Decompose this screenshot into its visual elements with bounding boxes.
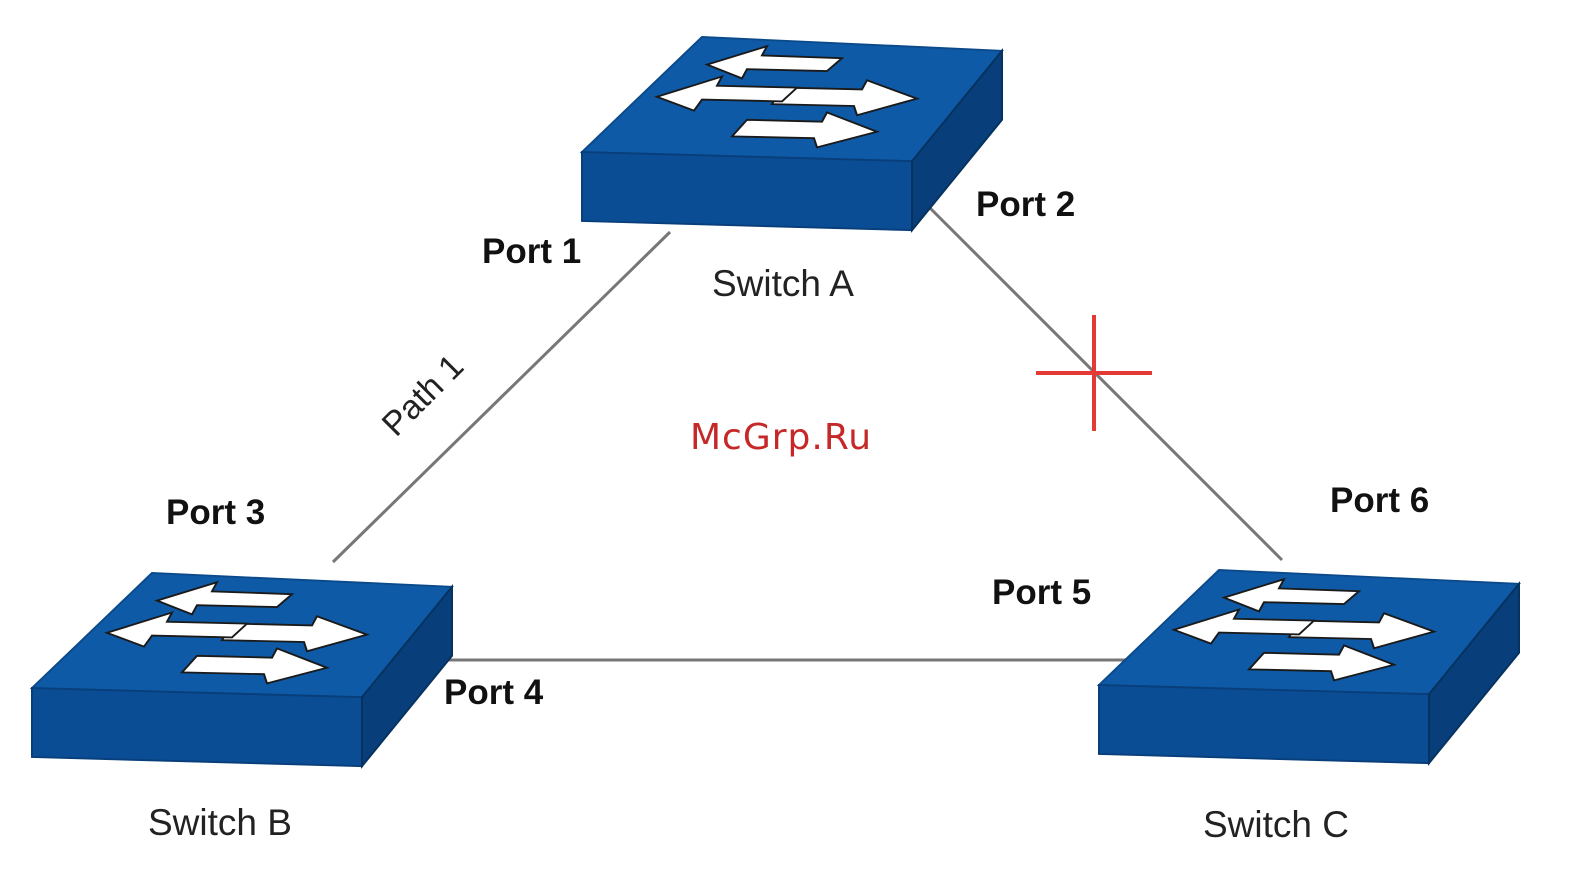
port-5-label: Port 5 — [992, 573, 1091, 612]
link-switch-a-to-switch-b — [333, 232, 670, 562]
switch-c-label: Switch C — [1203, 804, 1349, 845]
switch-b-label: Switch B — [148, 802, 292, 843]
link-switch-a-to-switch-c — [930, 208, 1282, 560]
path-1-label: Path 1 — [375, 347, 471, 443]
port-2-label: Port 2 — [976, 185, 1075, 224]
switch-b-icon — [32, 573, 452, 766]
port-6-label: Port 6 — [1330, 481, 1429, 520]
port-3-label: Port 3 — [166, 493, 265, 532]
port-1-label: Port 1 — [482, 232, 581, 271]
watermark-text: McGrp.Ru — [690, 417, 872, 458]
port-4-label: Port 4 — [444, 673, 544, 712]
switch-a-label: Switch A — [712, 263, 854, 304]
switch-a-icon — [582, 37, 1002, 230]
switch-c-icon — [1099, 570, 1519, 763]
